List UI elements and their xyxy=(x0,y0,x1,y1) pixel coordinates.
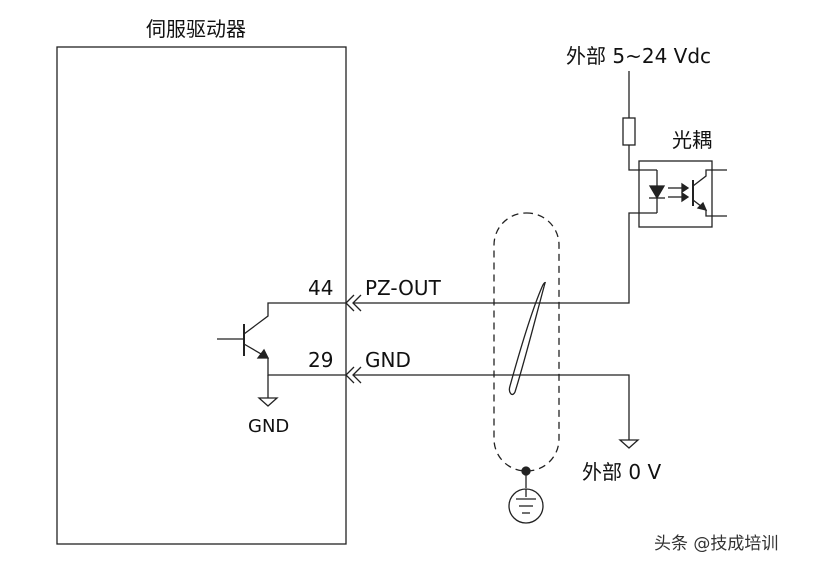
servo-drive-box xyxy=(56,46,347,545)
optocoupler-label: 光耦 xyxy=(672,128,712,152)
external-zero-volt-label: 外部 0 V xyxy=(582,460,662,484)
twisted-pair xyxy=(508,281,546,396)
external-supply-label: 外部 5~24 Vdc xyxy=(566,44,712,68)
watermark: 头条 @技成培训 xyxy=(654,534,779,554)
ext-zero-triangle xyxy=(618,439,640,449)
emitter-arrow xyxy=(256,348,270,359)
pin-29-label: 29 xyxy=(308,348,334,372)
pin-44-label: 44 xyxy=(308,276,334,300)
pz-out-label: PZ-OUT xyxy=(365,276,441,300)
phototransistor-emitter xyxy=(692,199,727,217)
gnd-signal-label: GND xyxy=(365,348,411,372)
phototransistor-collector xyxy=(692,169,727,187)
light-arrowhead-2 xyxy=(681,191,690,203)
internal-gnd-label: GND xyxy=(248,416,290,437)
connector-44-chevron xyxy=(345,294,355,312)
resistor-to-opto xyxy=(628,145,639,171)
pz-out-wire xyxy=(353,212,639,304)
gnd-wire xyxy=(353,374,630,440)
light-arrowhead-1 xyxy=(681,182,690,194)
phototransistor-arrow xyxy=(696,201,708,211)
shield-cable-outline xyxy=(493,212,560,472)
transistor-collector xyxy=(243,302,346,335)
transistor-emitter xyxy=(243,343,346,376)
optocoupler-box xyxy=(638,160,713,228)
led-icon xyxy=(648,185,666,200)
servo-drive-title: 伺服驱动器 xyxy=(146,17,246,41)
connector-29-chevron xyxy=(345,366,355,384)
shield-junction xyxy=(521,466,531,476)
resistor xyxy=(622,117,636,146)
gnd-triangle xyxy=(257,397,279,407)
